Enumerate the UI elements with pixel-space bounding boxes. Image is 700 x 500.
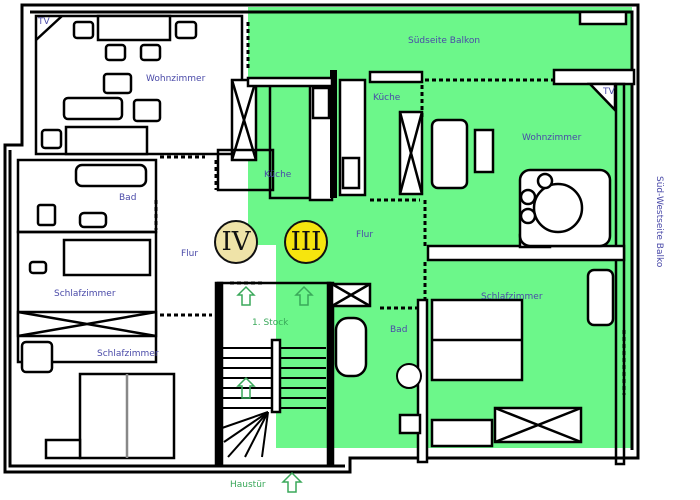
room-label-kueche-iii: Küche <box>373 93 401 103</box>
stairwell <box>214 281 335 468</box>
room-label-bad-iv: Bad <box>119 193 137 203</box>
tv-label-iii: TV <box>603 87 615 97</box>
stair-arrows <box>236 285 314 493</box>
apartment-iii-walls <box>246 10 636 466</box>
sink <box>396 363 422 389</box>
room-label-wohnzimmer-iv: Wohnzimmer <box>146 74 206 84</box>
dining-table <box>518 168 612 248</box>
room-label-balkon-suedwest: Süd-Westseite Balko <box>654 176 664 268</box>
room-label-schlafzimmer-iv-1: Schlafzimmer <box>54 289 116 299</box>
shaft-wall <box>330 70 337 198</box>
stair-label-entrance: Haustür <box>230 480 266 490</box>
bad-schlafzimmer-iv <box>16 158 176 460</box>
room-label-flur-iv: Flur <box>181 249 199 259</box>
stair-label-floor: 1. Stock <box>252 318 289 328</box>
apartment-iv-badge: IV <box>214 220 258 264</box>
room-label-balkon-sued: Südseite Balkon <box>408 36 481 46</box>
room-label-schlafzimmer-iv-2: Schlafzimmer <box>97 349 159 359</box>
apartment-iii-badge: III <box>284 220 328 264</box>
room-label-kueche-iv: Küche <box>264 170 292 180</box>
room-label-schlafzimmer-iii: Schlafzimmer <box>481 292 543 302</box>
room-label-bad-iii: Bad <box>390 325 408 335</box>
tv-label-iv: TV <box>38 17 50 27</box>
wohnzimmer-iv <box>34 14 244 156</box>
doorways <box>154 22 626 395</box>
room-label-flur-iii: Flur <box>356 230 374 240</box>
room-label-wohnzimmer-iii: Wohnzimmer <box>522 133 582 143</box>
